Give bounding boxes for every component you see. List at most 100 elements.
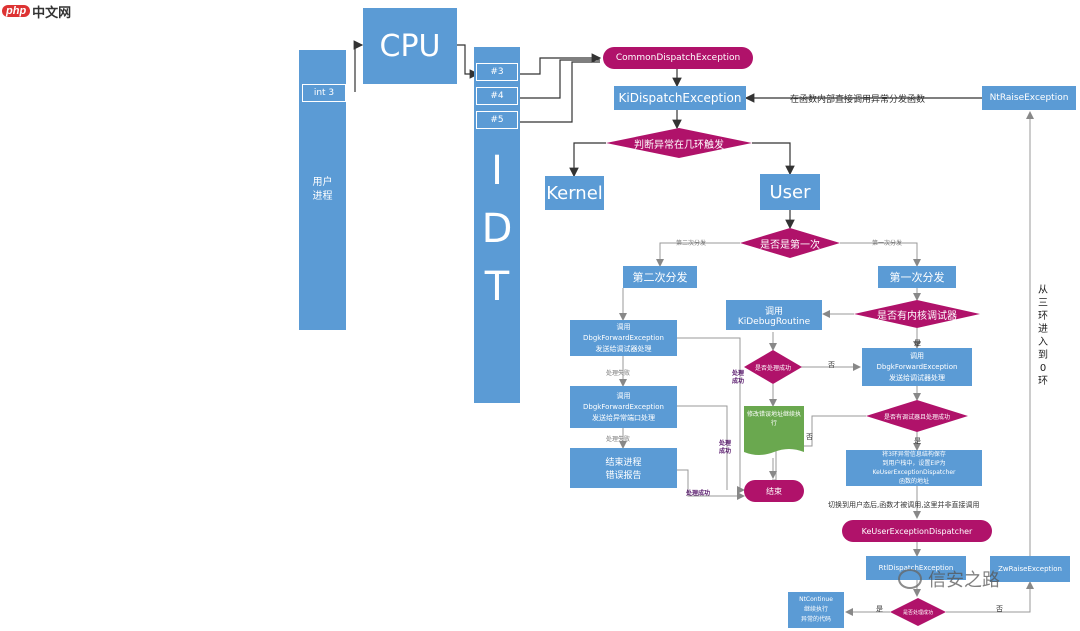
right-box-2: 将3环异常信息结构保存 到用户栈中，设置EIP为 KeUserException…: [846, 450, 982, 486]
ring3-char-6: 0: [1039, 363, 1047, 374]
left-box-2-line1: 调用: [616, 391, 631, 400]
success-label-b: 处理成功: [719, 440, 732, 455]
switch-note: 切换到用户态后,函数才被调用,这里并非直接调用: [828, 501, 980, 509]
handled-q-diamond: [890, 598, 946, 626]
ring3-char-7: 环: [1038, 376, 1048, 387]
handled-diamond: [744, 350, 802, 384]
left-box-1-line2: DbgkForwardException: [583, 333, 664, 342]
zw-continue-line2: 继续执行: [803, 606, 828, 613]
logo-php: php: [2, 5, 31, 17]
nt-raise-label: NtRaiseException: [989, 93, 1069, 103]
logo: php 中文网: [2, 2, 71, 20]
debugger-handled-diamond: [866, 400, 968, 432]
zw-raise-label: ZwRaiseException: [998, 565, 1062, 573]
ring3-char-1: 三: [1038, 298, 1048, 309]
idt-entry-4-label: #4: [490, 91, 504, 101]
ki-dispatch-box: KiDispatchException: [614, 86, 746, 110]
common-dispatch-label: CommonDispatchException: [615, 53, 741, 63]
has-debugger-diamond: [854, 300, 980, 328]
logo-cn: 中文网: [32, 4, 72, 20]
green-doc-shape: [744, 406, 804, 455]
common-dispatch-pill: CommonDispatchException: [603, 47, 753, 69]
watermark-text: 信安之路: [928, 570, 1000, 591]
ki-dispatch-label: KiDispatchException: [618, 91, 742, 105]
second-dispatch-box: 第二次分发: [623, 266, 697, 288]
zw-raise-box: ZwRaiseException: [990, 556, 1070, 582]
no-label-2: 否: [806, 433, 813, 441]
ring3-char-4: 入: [1038, 337, 1048, 348]
left-box-3-line1: 结束进程: [605, 458, 642, 468]
idt-entry-5-label: #5: [490, 115, 504, 125]
left-box-2-line2: DbgkForwardException: [583, 402, 664, 411]
success-label-c: 处理成功: [686, 490, 711, 497]
right-box-2-line2: 到用户栈中，设置EIP为: [882, 460, 946, 467]
zw-continue-box: NtContinue 继续执行 异常的代码: [788, 592, 844, 628]
cpu-label: CPU: [379, 28, 441, 64]
no-label-3: 否: [996, 605, 1003, 613]
user-label: User: [769, 181, 811, 203]
idt-box: #3 #4 #5 I D T: [474, 47, 520, 403]
ring3-char-0: 从: [1038, 285, 1048, 296]
idt-label: I D T: [474, 142, 520, 316]
kidebug-box: 调用 KiDebugRoutine: [726, 300, 822, 330]
cpu-box: CPU: [363, 8, 457, 84]
idt-entry-3: #3: [476, 63, 518, 81]
ring3-char-5: 到: [1038, 350, 1048, 361]
right-box-1-line3: 发送给调试器处理: [889, 373, 945, 382]
right-box-2-line3: KeUserExceptionDispatcher: [872, 469, 956, 476]
kernel-box: Kernel: [545, 176, 604, 210]
user-process-label: 用户进程: [312, 177, 333, 202]
wechat-icon: [898, 569, 922, 589]
left-box-2-line3: 发送给异常端口处理: [592, 413, 655, 422]
direct-call-note: 在函数内部直接调用异常分发函数: [790, 95, 926, 105]
idt-entry-3-label: #3: [490, 67, 504, 77]
watermark: 信安之路: [898, 566, 1000, 592]
rtl-dispatch-label: RtlDispatchException: [878, 564, 954, 572]
no-label: 否: [828, 361, 835, 369]
right-box-2-line4: 函数的地址: [898, 478, 929, 485]
idt-letter-t: T: [484, 264, 510, 310]
idt-letter-i: I: [491, 148, 503, 194]
first-dispatch-label: 第一次分发: [889, 271, 945, 284]
left-box-3: 结束进程 错误报告: [570, 448, 677, 488]
int3-box: int 3: [302, 84, 346, 102]
idt-entry-5: #5: [476, 111, 518, 129]
yes-label-2: 是: [914, 437, 921, 445]
has-debugger-label: 是否有内核调试器: [877, 310, 957, 322]
idt-entry-4: #4: [476, 87, 518, 105]
end-label: 结束: [766, 486, 782, 496]
first-dispatch-edge-label: 第一次分发: [872, 240, 903, 247]
judge-ring-label: 判断异常在几环触发: [634, 139, 724, 151]
fail-label-1: 处理失败: [606, 370, 631, 377]
fail-label-2: 处理失败: [606, 436, 631, 443]
success-label-a: 处理成功: [732, 370, 745, 385]
green-box-label: 修改错误地址继续执行: [746, 411, 801, 427]
ring3-char-3: 进: [1038, 324, 1048, 335]
handled-label: 是否处理成功: [754, 364, 791, 372]
first-dispatch-box: 第一次分发: [878, 266, 956, 288]
right-box-1: 调用 DbgkForwardException 发送给调试器处理: [862, 348, 972, 386]
end-pill: 结束: [744, 480, 804, 502]
left-box-1: 调用 DbgkForwardException 发送给调试器处理: [570, 320, 677, 356]
kernel-label: Kernel: [546, 182, 603, 204]
left-box-2: 调用 DbgkForwardException 发送给异常端口处理: [570, 386, 677, 428]
nt-raise-box: NtRaiseException: [982, 86, 1076, 110]
kidebug-line1: 调用: [764, 306, 783, 317]
right-box-1-line1: 调用: [910, 351, 924, 360]
user-box: User: [760, 174, 820, 210]
debugger-handled-label: 是否有调试器且处理成功: [883, 413, 950, 421]
idt-letter-d: D: [481, 206, 513, 252]
ring3-char-2: 环: [1038, 311, 1048, 322]
handled-q-label: 是否处理成功: [902, 609, 933, 616]
judge-ring-diamond: [606, 128, 752, 158]
left-box-3-line2: 错误报告: [605, 471, 642, 481]
second-dispatch-label: 第二次分发: [632, 271, 688, 284]
yes-label-3: 是: [876, 605, 883, 613]
second-dispatch-edge-label: 第二次分发: [676, 240, 707, 247]
is-first-label: 是否是第一次: [760, 239, 820, 251]
right-box-1-line2: DbgkForwardException: [876, 362, 958, 371]
int3-label: int 3: [313, 88, 335, 98]
left-box-1-line3: 发送给调试器处理: [595, 344, 652, 353]
left-box-1-line1: 调用: [616, 322, 631, 331]
